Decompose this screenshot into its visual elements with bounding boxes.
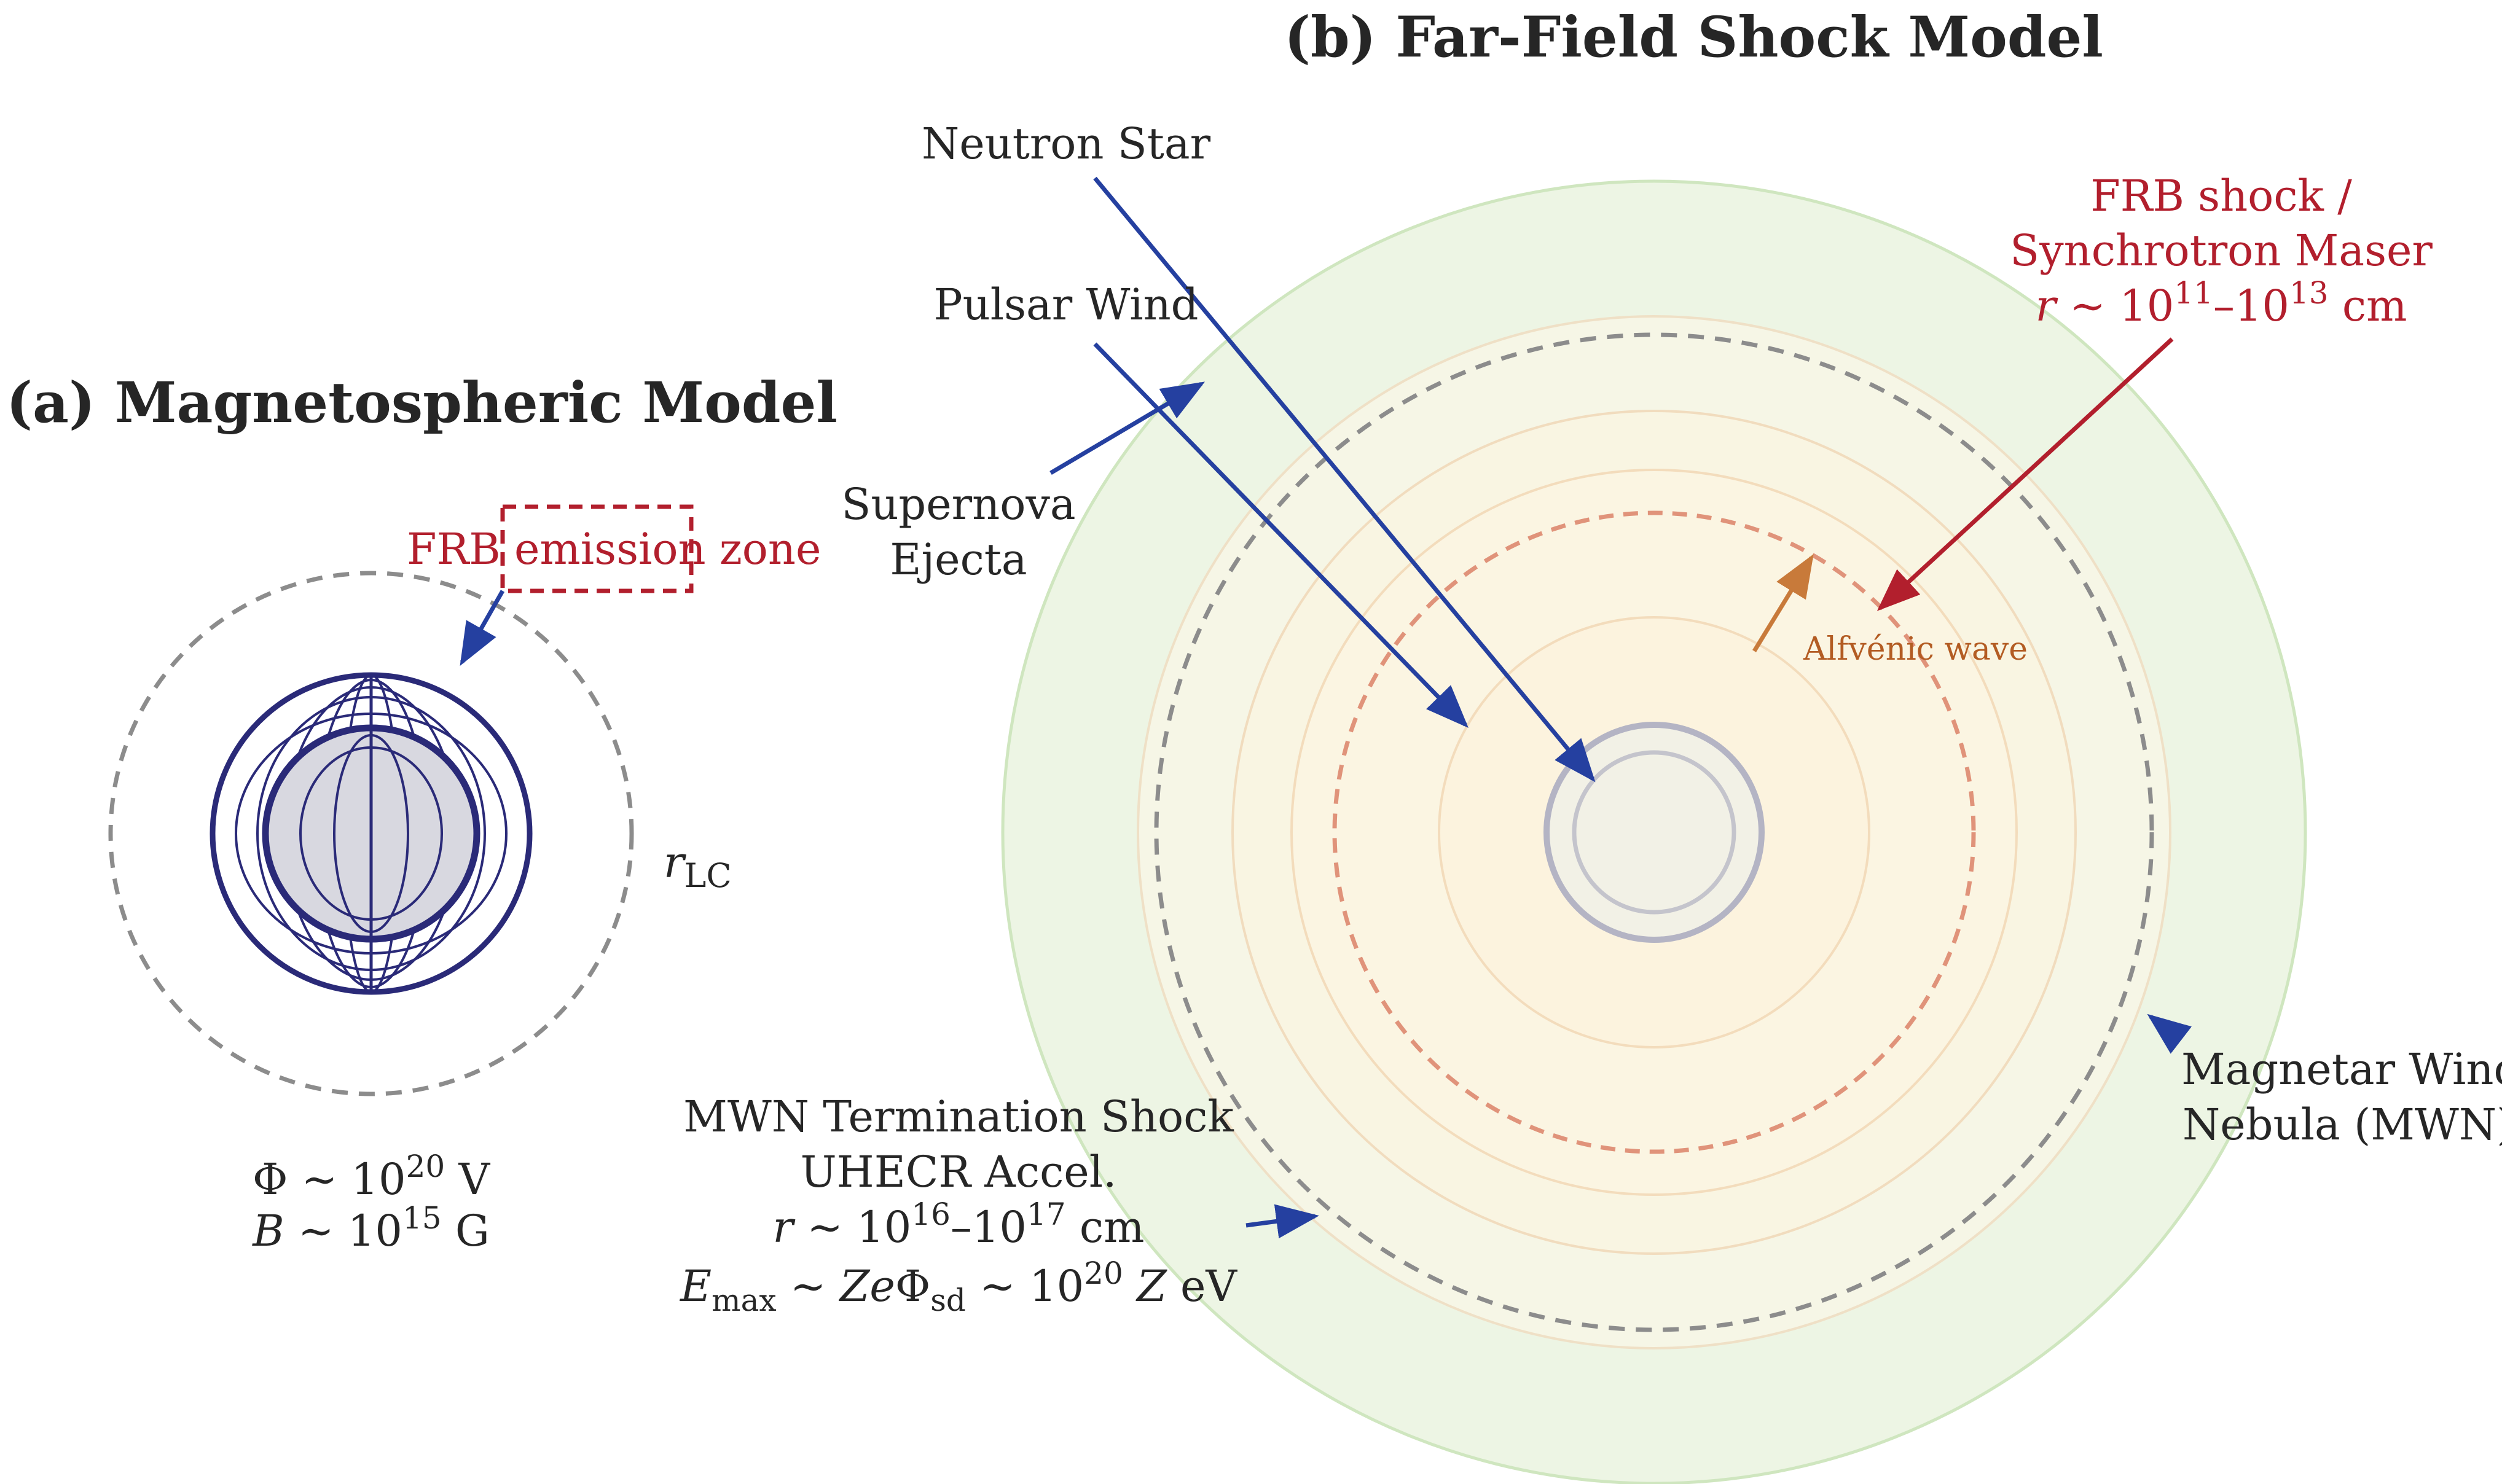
frb-emission-zone-box [500, 504, 694, 593]
ejecta-label-line2: Ejecta [890, 534, 1027, 585]
termination-shock-circle [1154, 332, 2154, 1332]
mwn-label-line2: Nebula (MWN) [2182, 1099, 2502, 1150]
frb-shock-label-line1: FRB shock / [2090, 171, 2352, 221]
neutron-star-core [1572, 750, 1736, 915]
mwn-label-line1: Magnetar Wind [2181, 1044, 2502, 1095]
frb-shock-circle [1332, 510, 1976, 1154]
emission-zone-arrow [460, 590, 505, 666]
alfvenic-wave-label: Alfvénic wave [1803, 631, 2028, 668]
termination-shock-label-line1: MWN Termination Shock [683, 1092, 1234, 1142]
neutron-star-outer-ring [1543, 722, 1765, 943]
neutron-star-label: Neutron Star [922, 119, 1211, 169]
termination-shock-label-line2: UHECR Accel. [801, 1147, 1117, 1197]
termination-shock-arrow [1245, 1204, 1319, 1239]
ejecta-arrow [1049, 381, 1206, 475]
frb-shock-radius: r ∼ 1011–1013 cm [2036, 275, 2407, 331]
alfvenic-wave-arrow [1752, 554, 1814, 652]
magnetic-field-equation: B ∼ 1015 G [251, 1200, 490, 1256]
panel-far-field: (b) Far-Field Shock Model Neutron Star P… [679, 5, 2502, 1484]
termination-shock-radius: r ∼ 1016–1017 cm [773, 1197, 1145, 1252]
ejecta-label-line1: Supernova [841, 479, 1075, 529]
panel-b-title: (b) Far-Field Shock Model [1284, 5, 2103, 70]
panel-magnetospheric: (a) Magnetospheric Model FRB emission zo… [6, 370, 837, 1256]
light-cylinder-circle [108, 571, 634, 1096]
frb-shock-label-line2: Synchrotron Maser [2010, 225, 2433, 276]
neutron-star-arrow [1093, 176, 1596, 783]
light-cylinder-label: rLC [664, 837, 732, 895]
frb-emission-zone-label: FRB emission zone [407, 524, 821, 574]
panel-a-title: (a) Magnetospheric Model [6, 370, 837, 435]
frb-shock-arrow [1876, 337, 2174, 611]
mwn-arrow [2147, 1013, 2192, 1054]
potential-equation: Φ ∼ 1020 V [253, 1149, 491, 1205]
emax-equation: Emax ∼ ZeΦsd ∼ 1020 Z eV [679, 1256, 1237, 1318]
pulsar-wind-label: Pulsar Wind [934, 279, 1199, 330]
pulsar-wind-arrow [1093, 342, 1469, 728]
